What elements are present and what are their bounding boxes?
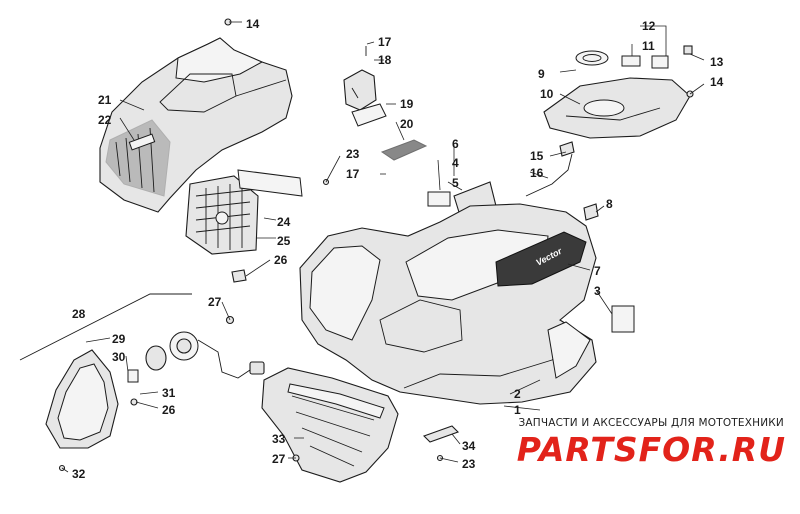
callout-27: 27 (272, 452, 286, 466)
grille-part (185, 175, 259, 255)
callout-26: 26 (162, 403, 176, 417)
front-bumper-part (261, 367, 399, 483)
callout-19: 19 (400, 97, 414, 111)
bulb-harness-part (127, 331, 265, 383)
callout-8: 8 (606, 197, 613, 211)
callout-31: 31 (162, 386, 176, 400)
grommet-part (231, 269, 247, 283)
callout-25: 25 (277, 234, 291, 248)
callout-21: 21 (98, 93, 112, 107)
trim-strip-part (237, 169, 303, 197)
bracket-34-part (422, 425, 460, 443)
callout-14: 14 (710, 75, 724, 89)
callout-23: 23 (346, 147, 360, 161)
front-fender-part: Vector (299, 203, 597, 405)
rubber-strip-part (380, 139, 428, 161)
decal-4-part (427, 191, 451, 207)
headlight-assembly-part (19, 293, 192, 449)
callout-32: 32 (72, 467, 86, 481)
callout-34: 34 (462, 439, 476, 453)
seal-ring-inner (582, 54, 602, 62)
leader-lines (61, 21, 705, 473)
clip-8-part (583, 203, 599, 221)
callout-5: 5 (452, 176, 459, 190)
label-12-part (651, 55, 669, 69)
label-11-part (621, 55, 641, 67)
watermark-logo: PARTSFOR.RU (516, 430, 786, 469)
watermark-tagline: ЗАПЧАСТИ И АКСЕССУАРЫ ДЛЯ МОТОТЕХНИКИ (518, 417, 784, 429)
callout-2: 2 (514, 387, 521, 401)
callout-27: 27 (208, 295, 222, 309)
callout-11: 11 (642, 39, 655, 53)
callout-18: 18 (378, 53, 392, 67)
callout-33: 33 (272, 432, 286, 446)
callout-1: 1 (514, 403, 521, 417)
clip-bracket-part (343, 46, 377, 111)
callout-30: 30 (112, 350, 126, 364)
callout-20: 20 (400, 117, 414, 131)
callout-22: 22 (98, 113, 112, 127)
front-hood-part (99, 37, 293, 213)
callout-23: 23 (462, 457, 476, 471)
callout-13: 13 (710, 55, 724, 69)
callout-9: 9 (538, 67, 545, 81)
callout-16: 16 (530, 166, 544, 180)
callout-17: 17 (378, 35, 392, 49)
seal-ring-part (575, 50, 609, 66)
callout-6: 6 (452, 137, 459, 151)
callout-12: 12 (642, 19, 656, 33)
callout-14: 14 (246, 17, 260, 31)
callout-24: 24 (277, 215, 291, 229)
hose-clamp-part (559, 141, 575, 157)
callout-10: 10 (540, 87, 554, 101)
callout-28: 28 (72, 307, 86, 321)
foam-pad-part (351, 103, 387, 127)
callout-4: 4 (452, 156, 459, 170)
callout-3: 3 (594, 284, 601, 298)
callouts: 14 17 18 12 11 13 9 14 10 21 22 19 20 6 … (72, 17, 724, 481)
callout-29: 29 (112, 332, 126, 346)
breather-hose-part (525, 153, 573, 197)
callout-15: 15 (530, 149, 544, 163)
callout-17: 17 (346, 167, 360, 181)
tank-cover-part (543, 77, 691, 139)
warning-label-part (611, 305, 635, 333)
callout-26: 26 (274, 253, 288, 267)
nut-13-part (683, 45, 693, 55)
callout-7: 7 (594, 264, 601, 278)
